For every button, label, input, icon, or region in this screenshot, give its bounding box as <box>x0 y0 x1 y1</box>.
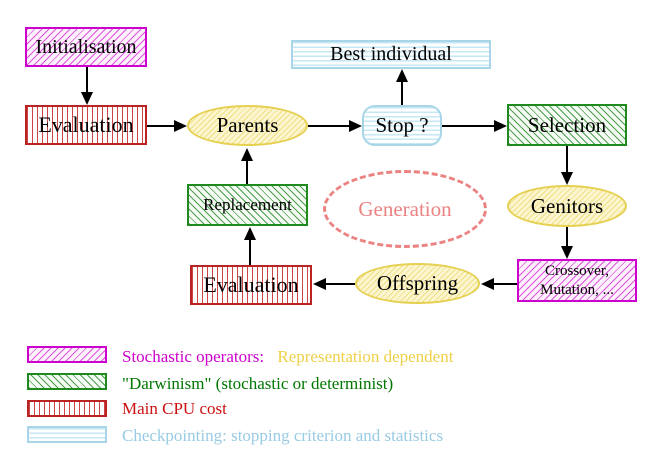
node-genitors-label: Genitors <box>530 193 604 218</box>
node-initialisation-label: Initialisation <box>35 35 137 58</box>
node-parents-label: Parents <box>216 113 279 137</box>
node-offspring: Offspring <box>355 263 480 304</box>
node-crossover-line2: Mutation, ... <box>540 281 614 298</box>
node-generation-cycle: Generation <box>323 170 487 248</box>
node-evaluation-bottom: Evaluation <box>190 265 312 305</box>
node-stop: Stop ? <box>362 105 442 146</box>
legend-text-representation-dependent: Representation dependent <box>277 347 454 366</box>
legend-swatch-darwinism <box>27 373 107 390</box>
node-stop-label: Stop ? <box>375 113 429 137</box>
node-genitors: Genitors <box>507 185 627 227</box>
legend-label-darwinism: "Darwinism" (stochastic or determinist) <box>122 374 394 393</box>
legend-swatch-checkpointing <box>27 426 107 443</box>
node-replacement: Replacement <box>187 184 308 226</box>
node-evaluation-bottom-label: Evaluation <box>203 272 299 297</box>
node-initialisation: Initialisation <box>25 27 147 67</box>
node-generation-label: Generation <box>358 196 452 221</box>
legend-label-cpu-cost: Main CPU cost <box>122 399 227 418</box>
legend-swatch-stochastic <box>27 346 107 363</box>
legend-text-stochastic-operators: Stochastic operators: <box>122 347 265 366</box>
node-best-individual-label: Best individual <box>330 43 452 65</box>
legend-label-stochastic: Stochastic operators: Representation dep… <box>122 347 453 367</box>
node-best-individual: Best individual <box>291 40 491 69</box>
node-replacement-label: Replacement <box>203 195 292 214</box>
legend-swatch-cpu-cost <box>27 400 107 417</box>
node-crossover-mutation: Crossover, Mutation, ... <box>517 259 637 302</box>
node-evaluation-top-label: Evaluation <box>38 112 134 137</box>
node-evaluation-top: Evaluation <box>25 105 147 145</box>
node-selection-label: Selection <box>527 112 607 137</box>
node-selection: Selection <box>507 104 627 146</box>
node-offspring-label: Offspring <box>376 271 459 295</box>
legend-label-checkpointing: Checkpointing: stopping criterion and st… <box>122 426 444 445</box>
node-crossover-line1: Crossover, <box>545 262 609 279</box>
node-parents: Parents <box>187 105 308 146</box>
